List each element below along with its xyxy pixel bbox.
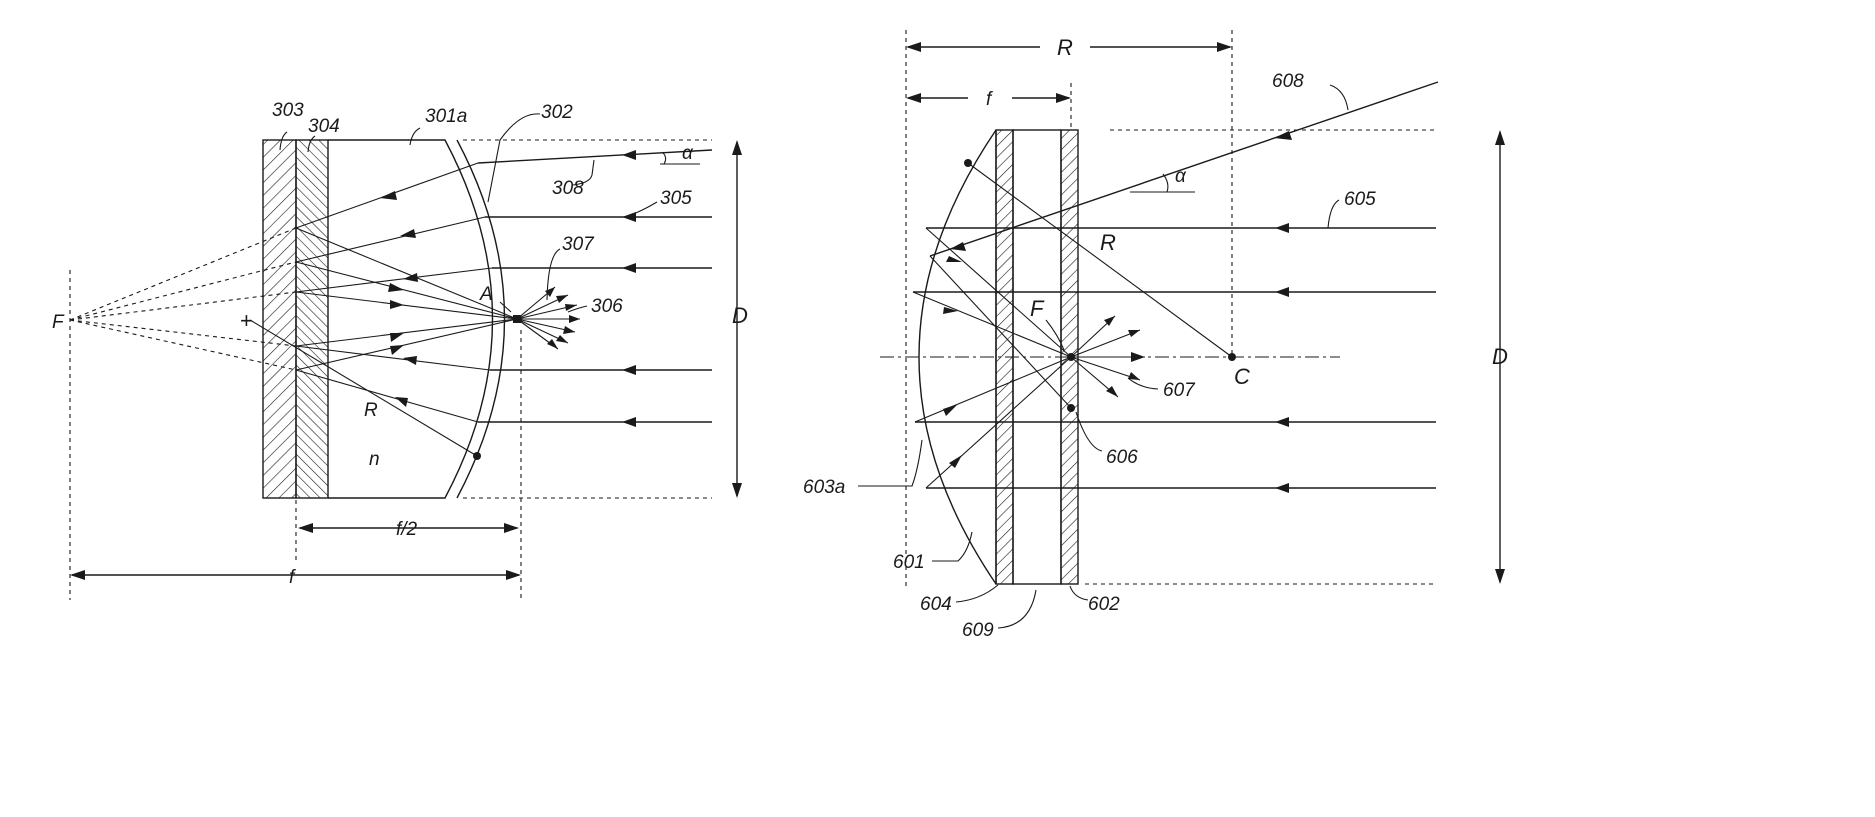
label-608: 608 xyxy=(1272,71,1304,92)
label-plus: + xyxy=(240,308,253,333)
label-F: F xyxy=(52,312,65,333)
right-figure: R f 608 α 605 R F 607 C D 603a 606 601 6… xyxy=(803,30,1508,641)
label-D-right: D xyxy=(1492,344,1508,369)
label-D: D xyxy=(732,303,748,328)
label-601: 601 xyxy=(893,552,925,573)
label-605: 605 xyxy=(1344,189,1376,210)
label-606: 606 xyxy=(1106,447,1138,468)
label-F-right: F xyxy=(1030,296,1045,321)
label-604: 604 xyxy=(920,594,952,615)
label-304: 304 xyxy=(308,116,340,137)
curved-surface-302 xyxy=(457,140,505,498)
label-f: f xyxy=(289,567,296,588)
label-alpha: α xyxy=(682,143,694,164)
label-301a: 301a xyxy=(425,106,467,127)
label-307: 307 xyxy=(562,234,595,255)
left-figure: 303 304 301a 302 α 308 305 307 306 A F +… xyxy=(52,100,748,600)
label-602: 602 xyxy=(1088,594,1120,615)
lens-body-301a xyxy=(328,140,493,498)
label-302: 302 xyxy=(541,102,573,123)
label-R-ray: R xyxy=(1100,230,1116,255)
label-C: C xyxy=(1234,364,1250,389)
label-R-top: R xyxy=(1057,35,1073,60)
label-603a: 603a xyxy=(803,477,845,498)
label-303: 303 xyxy=(272,100,304,121)
label-R: R xyxy=(364,400,378,421)
label-f-half: f/2 xyxy=(396,519,418,540)
label-n: n xyxy=(369,449,380,470)
label-alpha-right: α xyxy=(1175,166,1187,187)
label-607: 607 xyxy=(1163,380,1196,401)
label-f-top: f xyxy=(986,89,993,110)
label-308: 308 xyxy=(552,178,584,199)
label-609: 609 xyxy=(962,620,994,641)
label-A: A xyxy=(479,284,493,305)
label-306: 306 xyxy=(591,296,623,317)
layer-303 xyxy=(263,140,296,498)
label-305: 305 xyxy=(660,188,692,209)
layer-304 xyxy=(296,140,328,498)
